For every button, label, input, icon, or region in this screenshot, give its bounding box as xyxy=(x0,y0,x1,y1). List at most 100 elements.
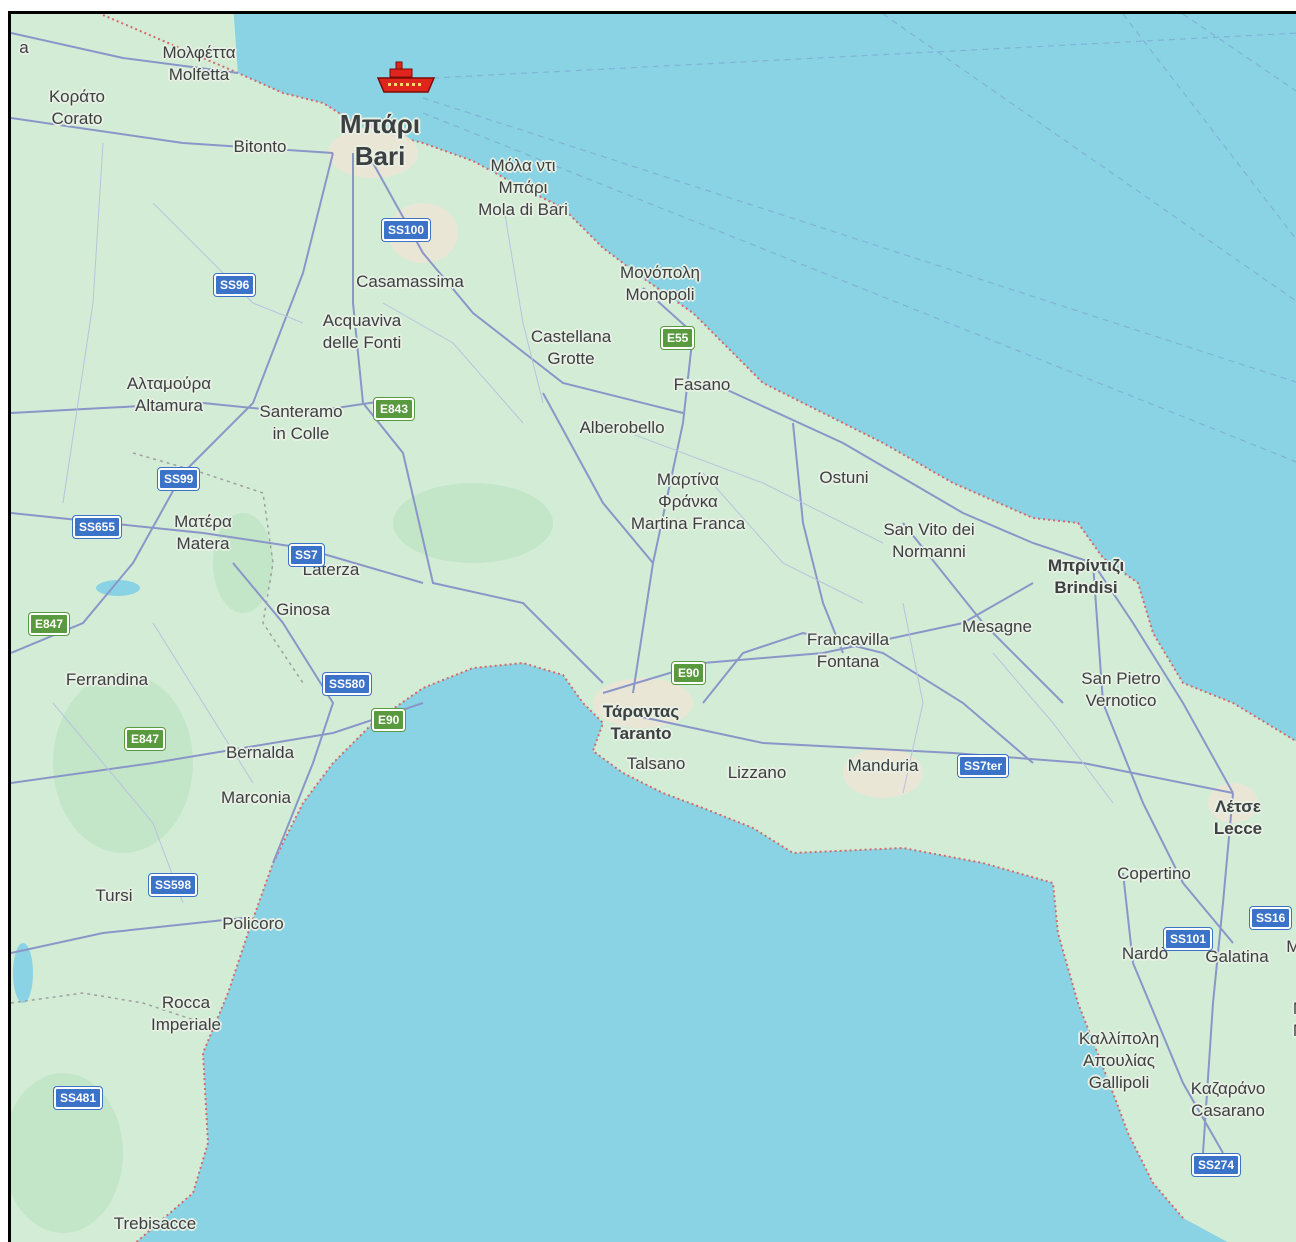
place-name: delle Fonti xyxy=(322,333,402,352)
place-name: Ginosa xyxy=(276,600,330,619)
place-edge-label: MM xyxy=(1293,998,1296,1042)
place-name: Policoro xyxy=(222,914,284,933)
coast-upper xyxy=(233,14,1296,742)
coastline xyxy=(102,14,1296,743)
place-name: a xyxy=(19,38,29,57)
road-shield-ss655: SS655 xyxy=(73,516,122,538)
place-name: M xyxy=(1293,1020,1296,1042)
place-name: San Pietro xyxy=(1081,669,1161,688)
road-shield-e90: E90 xyxy=(372,709,406,731)
place-name: Casarano xyxy=(1191,1101,1265,1120)
place-trebisacce[interactable]: Trebisacce xyxy=(114,1213,197,1235)
place-alberobello[interactable]: Alberobello xyxy=(579,417,664,439)
place-name-greek: Μονόπολη xyxy=(620,263,700,282)
terrain-patches xyxy=(11,483,553,1233)
road-shield-ss274: SS274 xyxy=(1192,1154,1241,1176)
road-shield-e843: E843 xyxy=(374,398,415,420)
place-name-greek: Μολφέττα xyxy=(162,43,236,62)
place-manduria[interactable]: Manduria xyxy=(848,755,919,777)
road-shield-ss99: SS99 xyxy=(158,468,200,490)
ferry-icon[interactable] xyxy=(376,58,436,98)
place-name: Rocca xyxy=(161,993,211,1012)
place-copertino[interactable]: Copertino xyxy=(1117,863,1191,885)
place-name: Bari xyxy=(354,141,406,171)
place-name: Mesagne xyxy=(962,617,1032,636)
road-shield-e847: E847 xyxy=(125,728,166,750)
road-shield-ss7ter: SS7ter xyxy=(958,755,1009,777)
place-name: Normanni xyxy=(892,542,966,561)
place-name-greek: Μπρίντιζι xyxy=(1047,556,1125,575)
place-name: Acquaviva xyxy=(322,311,402,330)
road-shield-ss598: SS598 xyxy=(149,874,198,896)
place-policoro[interactable]: Policoro xyxy=(222,913,283,935)
place-name-greek: Μπάρι xyxy=(339,109,421,139)
place-fasano[interactable]: Fasano xyxy=(674,374,731,396)
map-canvas[interactable] xyxy=(11,14,1296,1242)
land-area xyxy=(11,14,1296,1242)
place-name-greek: Κοράτο xyxy=(48,87,106,106)
road-shield-ss16: SS16 xyxy=(1250,907,1292,929)
place-acquaviva[interactable]: Acquaviva delle Fonti xyxy=(323,310,401,354)
place-name: Alberobello xyxy=(579,418,665,437)
place-name: Fasano xyxy=(673,375,731,394)
lake xyxy=(13,943,33,1003)
place-tursi[interactable]: Tursi xyxy=(95,885,132,907)
place-nardo[interactable]: Nardò xyxy=(1122,943,1168,965)
place-lizzano[interactable]: Lizzano xyxy=(728,762,787,784)
coastline-gulf xyxy=(134,661,1184,1242)
place-name: Talsano xyxy=(626,754,686,773)
place-ostuni[interactable]: Ostuni xyxy=(819,467,868,489)
place-talsano[interactable]: Talsano xyxy=(627,753,686,775)
road-shield-ss101: SS101 xyxy=(1164,928,1213,950)
place-ferrandina[interactable]: Ferrandina xyxy=(66,669,148,691)
place-name: Bitonto xyxy=(233,137,287,156)
road-shield-e90: E90 xyxy=(672,662,706,684)
place-name: Ferrandina xyxy=(65,670,149,689)
road-shield-ss7: SS7 xyxy=(289,544,324,566)
place-name: M xyxy=(1293,998,1296,1020)
road-shield-ss100: SS100 xyxy=(382,219,431,241)
place-name-greek: Μπάρι xyxy=(498,178,548,197)
place-bernalda[interactable]: Bernalda xyxy=(226,742,294,764)
place-name: Lecce xyxy=(1213,819,1263,838)
place-name: Bernalda xyxy=(225,743,295,762)
place-name: Castellana xyxy=(530,327,612,346)
place-name: Corato xyxy=(51,109,103,128)
place-mesagne[interactable]: Mesagne xyxy=(962,616,1032,638)
place-name: Matera xyxy=(176,534,230,553)
place-name: Galatina xyxy=(1205,947,1269,966)
place-marconia[interactable]: Marconia xyxy=(221,787,291,809)
place-ginosa[interactable]: Ginosa xyxy=(276,599,330,621)
place-edge-label: Ma xyxy=(1286,936,1296,958)
place-name: Brindisi xyxy=(1054,578,1118,597)
place-name: Mola di Bari xyxy=(478,200,568,219)
minor-roads xyxy=(52,142,1114,904)
place-name-greek: Τάραντας xyxy=(602,702,680,721)
place-name: in Colle xyxy=(272,424,330,443)
place-bitonto[interactable]: Bitonto xyxy=(234,136,287,158)
ferry-routes xyxy=(422,14,1296,463)
place-casamassima[interactable]: Casamassima xyxy=(356,271,464,293)
place-galatina[interactable]: Galatina xyxy=(1205,946,1268,968)
